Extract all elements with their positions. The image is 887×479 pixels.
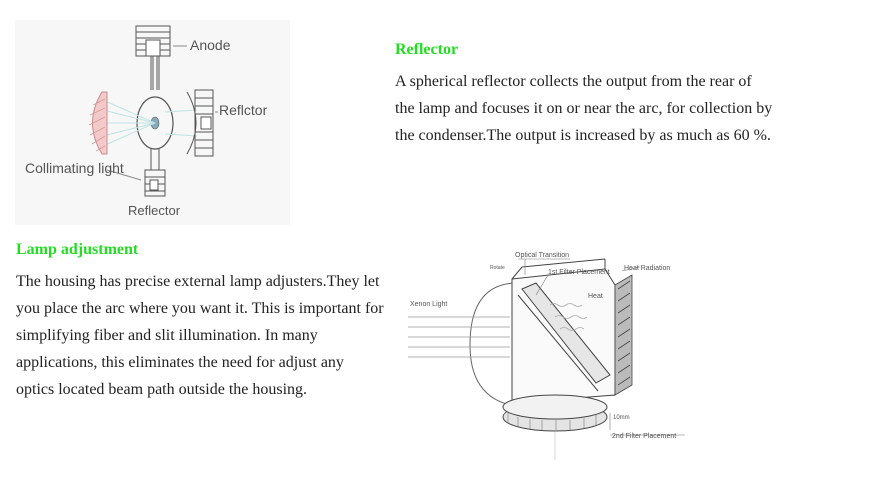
- distance-label: 10mm: [613, 415, 630, 421]
- housing-base: [502, 394, 608, 432]
- lamp-adjustment-description: The housing has precise external lamp ad…: [16, 273, 384, 398]
- filter-glass: [521, 282, 611, 384]
- reflector-title: Reflector: [395, 41, 459, 58]
- collimating-light-label: Collimating light: [25, 160, 124, 176]
- lamp-adjustment-title: Lamp adjustment: [16, 241, 139, 258]
- first-filter-placement-label: 1st Filter Placement: [548, 269, 610, 276]
- right-reflector: [186, 89, 214, 157]
- xenon-light-label: Xenon Light: [410, 301, 447, 308]
- filter-housing-diagram: Optical Transition Rotate 1st Filter Pla…: [400, 245, 700, 465]
- heat-arrows: [549, 303, 588, 331]
- cathode-assembly: [144, 149, 166, 197]
- reflector-description: A spherical reflector collects the outpu…: [395, 73, 773, 144]
- xenon-light-rays: [408, 316, 510, 358]
- lamp-reflector-drawing: Anode Reflctor Collimating light Reflect…: [15, 20, 290, 225]
- heat-radiator: [614, 274, 633, 396]
- anode-cooling-fins: [135, 25, 171, 90]
- rotate-label: Rotate: [490, 265, 505, 271]
- filter-housing-drawing: Optical Transition Rotate 1st Filter Pla…: [408, 252, 685, 460]
- rotate-arrow: [469, 282, 516, 406]
- heat-label: Heat: [588, 293, 603, 300]
- reflector-bottom-label: Reflector: [128, 203, 181, 218]
- light-rays: [102, 99, 198, 147]
- lamp-reflector-diagram: Anode Reflctor Collimating light Reflect…: [15, 20, 290, 225]
- second-filter-placement-label: 2nd Filter Placement: [612, 433, 676, 440]
- heat-radiation-label: Heat Radiation: [624, 265, 670, 272]
- anode-label: Anode: [190, 37, 231, 53]
- optical-transition-label: Optical Transition: [515, 252, 569, 259]
- reflector-right-label: Reflctor: [219, 102, 268, 118]
